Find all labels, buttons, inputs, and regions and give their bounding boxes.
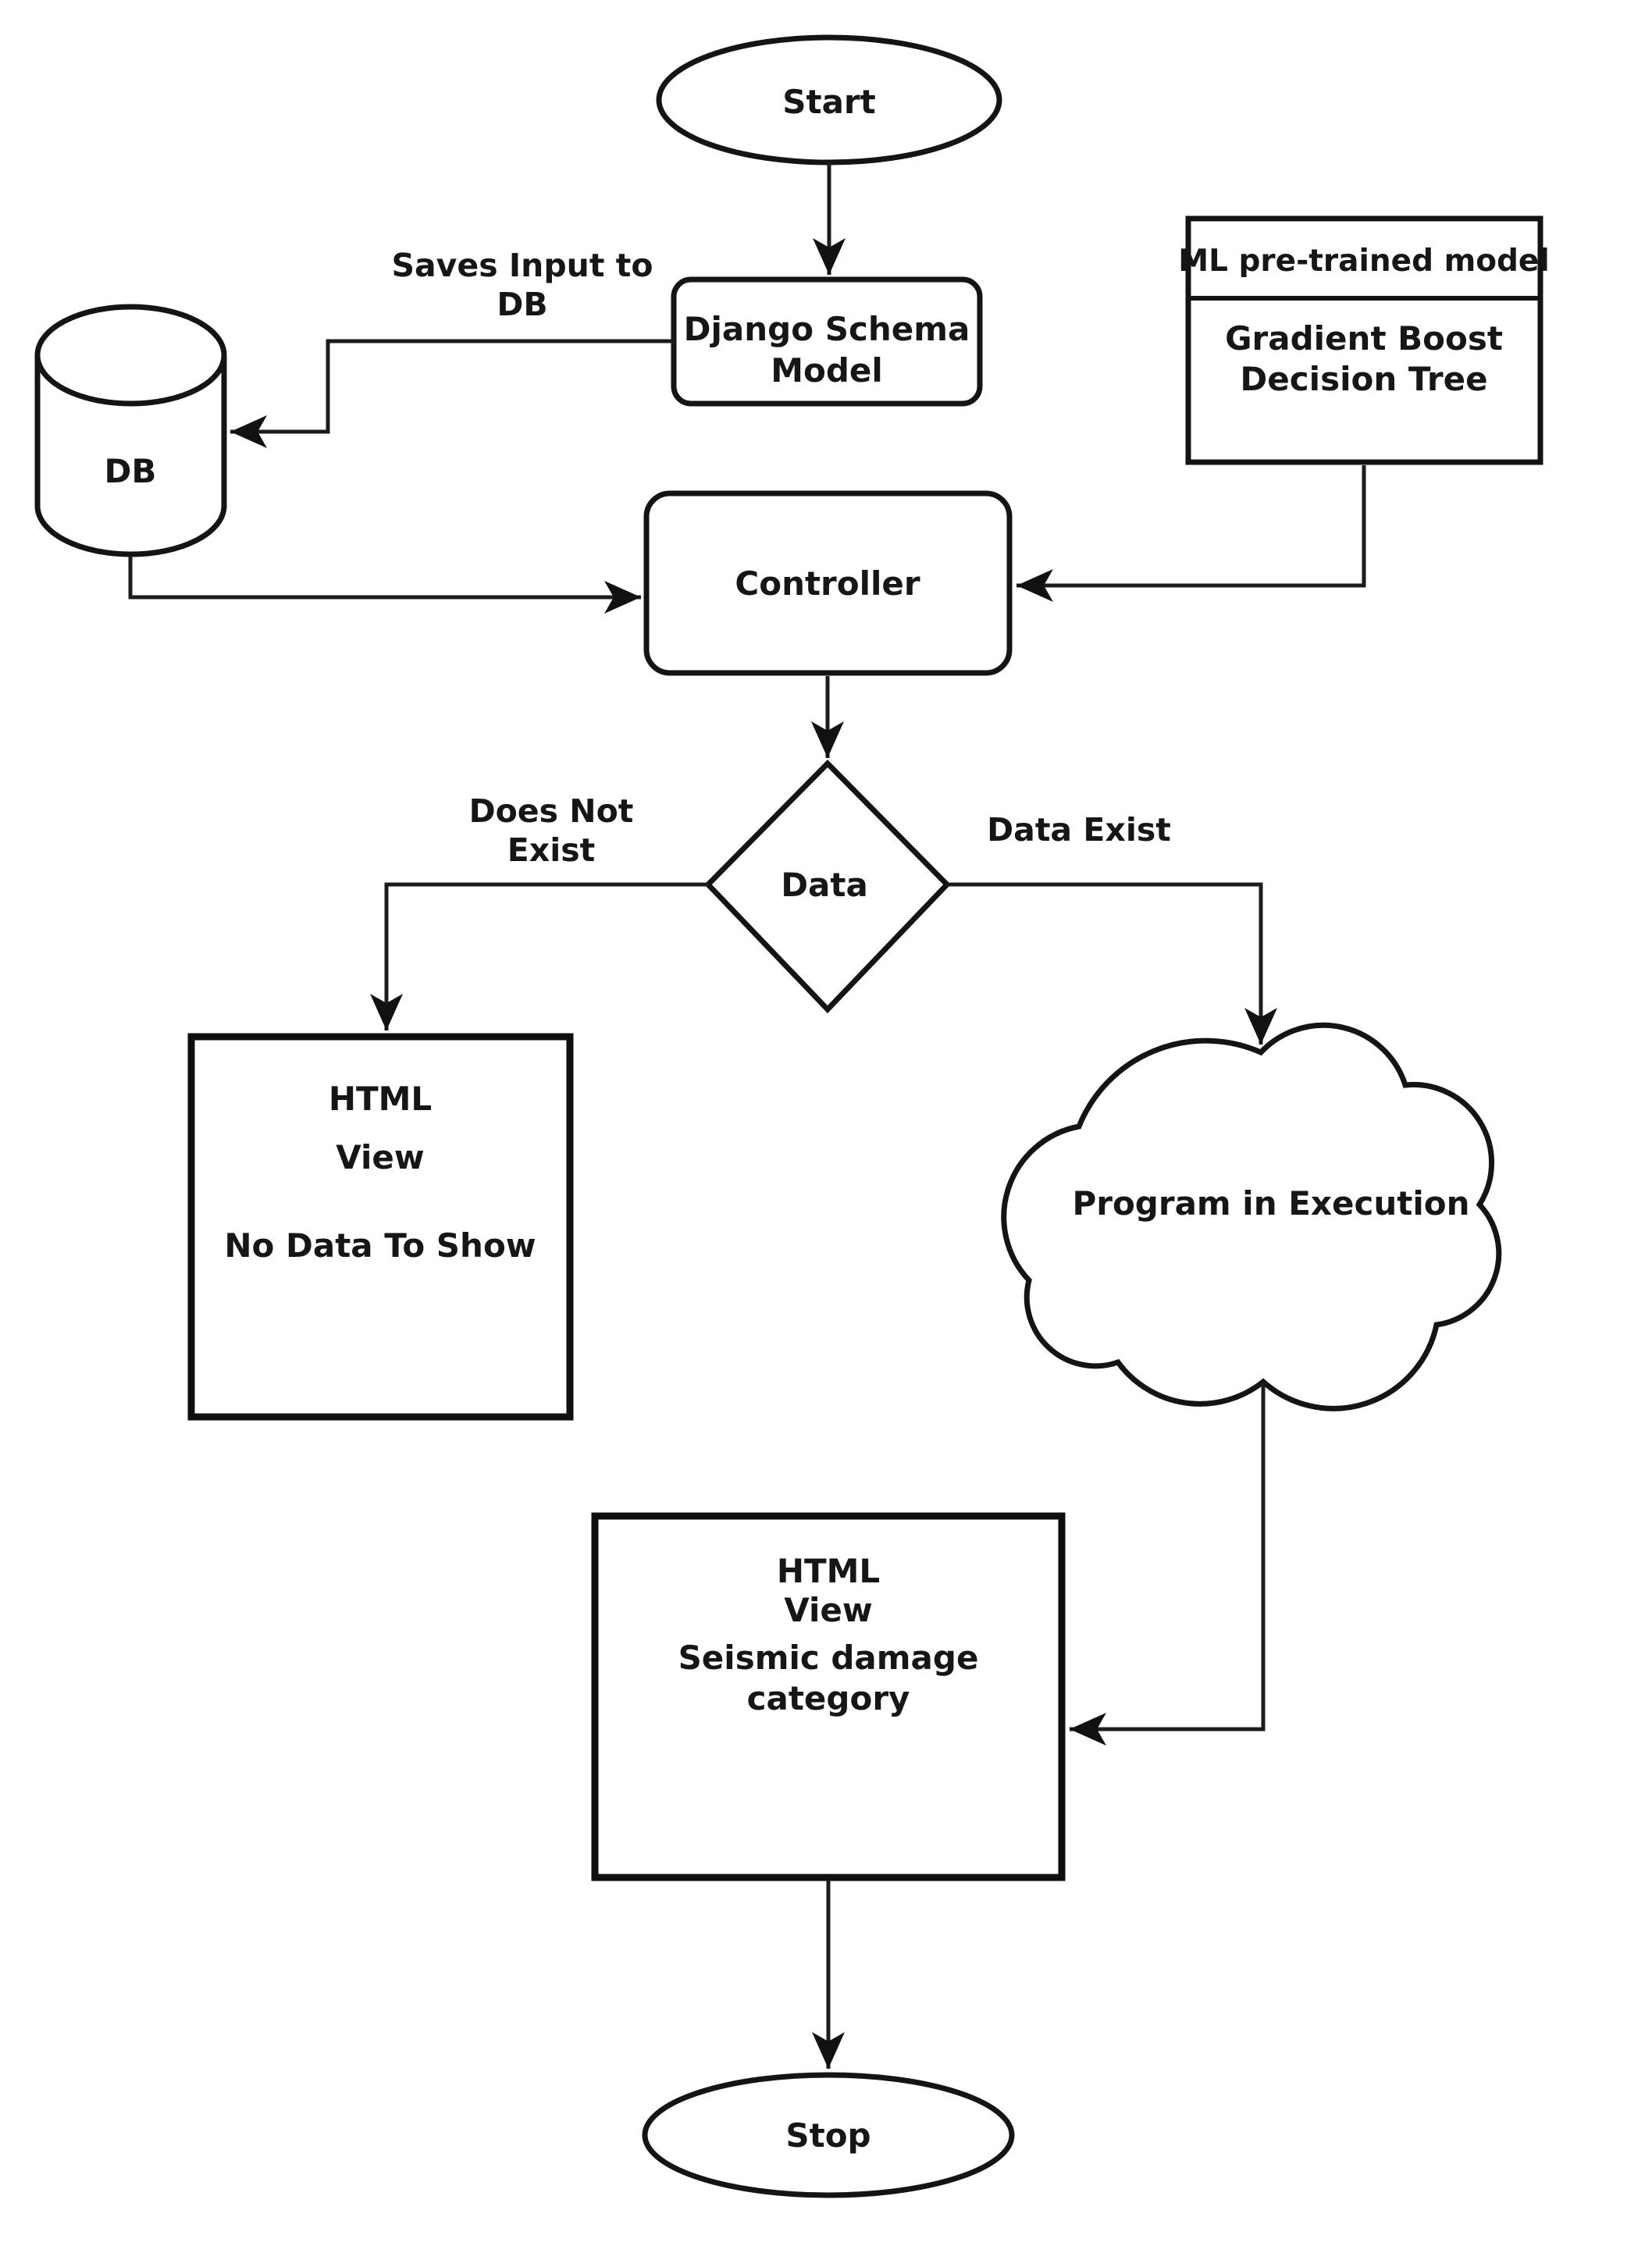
arrow-ml-to-controller: [1016, 465, 1366, 602]
db-cylinder-top: [34, 304, 227, 407]
html-view-seismic-line3: Seismic damage: [678, 1639, 979, 1677]
html-view-no-data-box: [187, 1033, 574, 1421]
program-execution-label: Program in Execution: [1072, 1184, 1469, 1223]
data-decision-diamond: [704, 760, 951, 1014]
html-view-seismic-line2: View: [784, 1591, 872, 1629]
controller-label: Controller: [735, 564, 920, 603]
db-cylinder-body: [34, 355, 227, 557]
html-view-seismic-line1: HTML: [777, 1552, 880, 1590]
data-exist-label: Data Exist: [987, 811, 1171, 849]
stop-label: Stop: [785, 2116, 871, 2155]
ml-model-body-line1: Gradient Boost: [1225, 319, 1503, 358]
arrow-cloud-to-seismic: [1070, 1383, 1266, 1746]
arrow-data-to-html-view: [370, 882, 708, 1030]
does-not-exist-label-line1: Does Not: [469, 792, 634, 830]
db-label: DB: [105, 452, 157, 490]
controller-box: [643, 490, 1013, 676]
html-view-seismic-line4: category: [747, 1679, 910, 1717]
stop-terminator: [642, 2072, 1015, 2198]
saves-input-label-line2: DB: [497, 286, 547, 323]
ml-model-body-line2: Decision Tree: [1240, 360, 1487, 398]
data-decision-label: Data: [781, 866, 868, 904]
arrow-db-to-controller: [128, 556, 641, 614]
saves-input-label-line1: Saves Input to: [391, 247, 653, 284]
django-label-line1: Django Schema: [684, 310, 970, 348]
html-view-no-data-line1: HTML: [329, 1080, 432, 1118]
arrow-django-to-db: [230, 339, 674, 448]
django-label-line2: Model: [771, 351, 883, 390]
html-view-no-data-line2: View: [336, 1138, 424, 1176]
ml-model-header-label: ML pre-trained model: [1178, 244, 1549, 279]
ml-pretrained-model-box: [1185, 215, 1543, 465]
html-view-no-data-line3: No Data To Show: [224, 1226, 536, 1265]
program-execution-cloud: [1001, 1022, 1502, 1411]
html-view-seismic-box: [591, 1512, 1066, 1881]
does-not-exist-label-line2: Exist: [507, 831, 596, 869]
arrow-data-to-cloud: [947, 882, 1277, 1045]
start-label: Start: [782, 83, 875, 121]
